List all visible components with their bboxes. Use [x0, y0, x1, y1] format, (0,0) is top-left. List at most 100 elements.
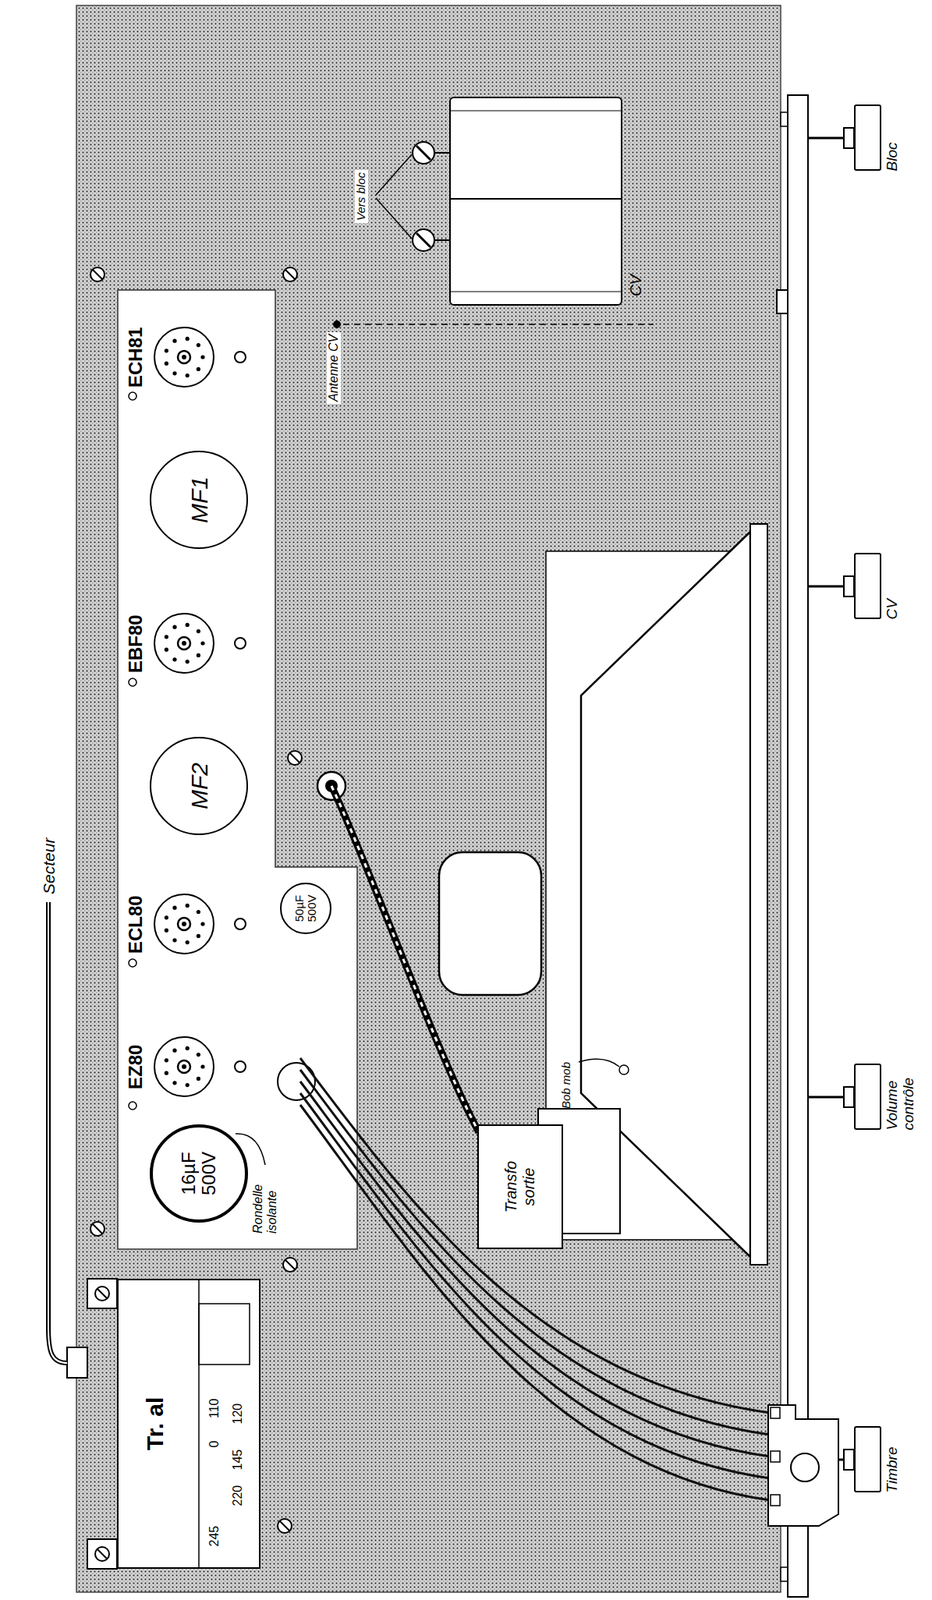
mounting-hole [234, 918, 246, 930]
screw [287, 751, 302, 766]
trimmer-stem [434, 239, 450, 241]
component-label: CV [627, 274, 645, 297]
cable-grommet [67, 1347, 88, 1379]
trimmer-screw [412, 229, 435, 252]
tube-socket: EBF80 [153, 613, 215, 674]
mains-cable [48, 902, 68, 1364]
knob-label: CV [884, 598, 901, 620]
knob-shaft [807, 1096, 844, 1099]
transformer-body [116, 1279, 261, 1570]
antenna-terminal [333, 320, 341, 329]
part-note: Bob mob [559, 1062, 574, 1110]
twisted-wire-twist [331, 786, 479, 1133]
mains-cable-core [48, 902, 68, 1364]
screw [95, 1547, 110, 1562]
potentiometer-lug [770, 1495, 780, 1507]
panel-spacer [780, 1567, 788, 1582]
tap-voltage: 0 [207, 1441, 222, 1449]
part-note: Rondelle isolante [251, 1184, 279, 1234]
tube-socket: ECH81 [153, 326, 215, 388]
trimmer-slot [416, 233, 431, 248]
tube-socket: EZ80 [153, 1036, 215, 1098]
tube-label: EBF80 [125, 614, 146, 674]
tube-label: ECL80 [125, 895, 146, 954]
knob-collar [843, 1087, 855, 1108]
wire-note: Antenne CV [326, 332, 341, 404]
wire-bundle [300, 1070, 771, 1436]
if-transformer-can: MF1 [149, 450, 249, 550]
wire-note: Vers bloc [354, 170, 369, 224]
filter-capacitor: 50µF 500V [279, 882, 332, 935]
tuning-capacitor-body [449, 96, 623, 306]
wire-bundle [300, 1081, 771, 1457]
knob-label: Bloc [884, 142, 901, 172]
knob-shaft [807, 585, 844, 589]
screw [277, 1519, 292, 1534]
component-label: Transfo sortie [502, 1161, 539, 1213]
screw [283, 267, 298, 282]
knob-collar [843, 576, 855, 597]
mounting-hole [234, 637, 246, 649]
tube-label: ECH81 [125, 327, 146, 388]
screw [90, 267, 105, 282]
tap-voltage: 220 [230, 1485, 245, 1507]
tube-socket-pins [153, 1036, 215, 1098]
transformer-tab [87, 1539, 117, 1570]
wire-to-bloc [375, 198, 412, 239]
mounting-hole [128, 392, 137, 401]
screw [90, 1222, 105, 1237]
output-transformer: Transfo sortie [477, 1124, 564, 1250]
wire-to-bloc [375, 154, 412, 195]
leader-line [578, 1059, 620, 1067]
screw [95, 1286, 110, 1301]
filter-capacitor: 16µF 500V [149, 1124, 249, 1223]
twisted-wire [331, 786, 479, 1133]
control-knob: Volume contrôle [854, 1064, 882, 1131]
mounting-hole [128, 1102, 137, 1110]
control-knob: CV [854, 553, 882, 621]
tube-socket-pins [153, 893, 215, 955]
chassis-plate [76, 5, 781, 1593]
trimmer-stem [434, 152, 450, 154]
control-knob: Timbre [854, 1427, 882, 1494]
transformer-box: Tr. al2452201451200110 [116, 1279, 261, 1570]
mounting-hole [234, 351, 246, 363]
tube-label: EZ80 [125, 1045, 146, 1090]
potentiometer [768, 1405, 839, 1527]
tap-voltage: 145 [230, 1449, 245, 1471]
screw [283, 1258, 298, 1273]
tap-voltage: 120 [230, 1403, 245, 1425]
mounting-hole [234, 1061, 246, 1073]
tuning-capacitor-line [449, 290, 623, 292]
tuning-capacitor-line [449, 109, 623, 111]
wire-bundle [300, 1058, 771, 1414]
transformer-tab [87, 1279, 117, 1309]
tube-deck [117, 290, 358, 1250]
knob-shaft [807, 137, 844, 140]
trimmer-screw [412, 141, 435, 164]
tap-voltage: 110 [207, 1398, 222, 1419]
mounting-hole [128, 678, 137, 687]
tuning-capacitor-line [449, 198, 623, 200]
if-transformer-can: MF2 [149, 737, 249, 836]
component-label: MF2 [186, 762, 213, 810]
panel-nut [776, 290, 788, 314]
potentiometer-boss [790, 1453, 819, 1482]
capacitor-value: 16µF 500V [178, 1151, 220, 1196]
knob-collar [843, 127, 855, 149]
tube-socket: ECL80 [153, 893, 215, 955]
cable-label: Secteur [39, 838, 58, 895]
mounting-hole [128, 959, 137, 968]
antenna-wire [343, 323, 654, 326]
knob-label: Timbre [884, 1447, 901, 1494]
voice-coil-tag [619, 1065, 629, 1075]
tap-voltage: 245 [207, 1526, 222, 1548]
front-panel [787, 95, 808, 1598]
tube-socket-pins [153, 326, 215, 388]
potentiometer-lug [770, 1451, 780, 1463]
potentiometer-lug [770, 1407, 780, 1419]
control-knob: Bloc [854, 105, 882, 172]
